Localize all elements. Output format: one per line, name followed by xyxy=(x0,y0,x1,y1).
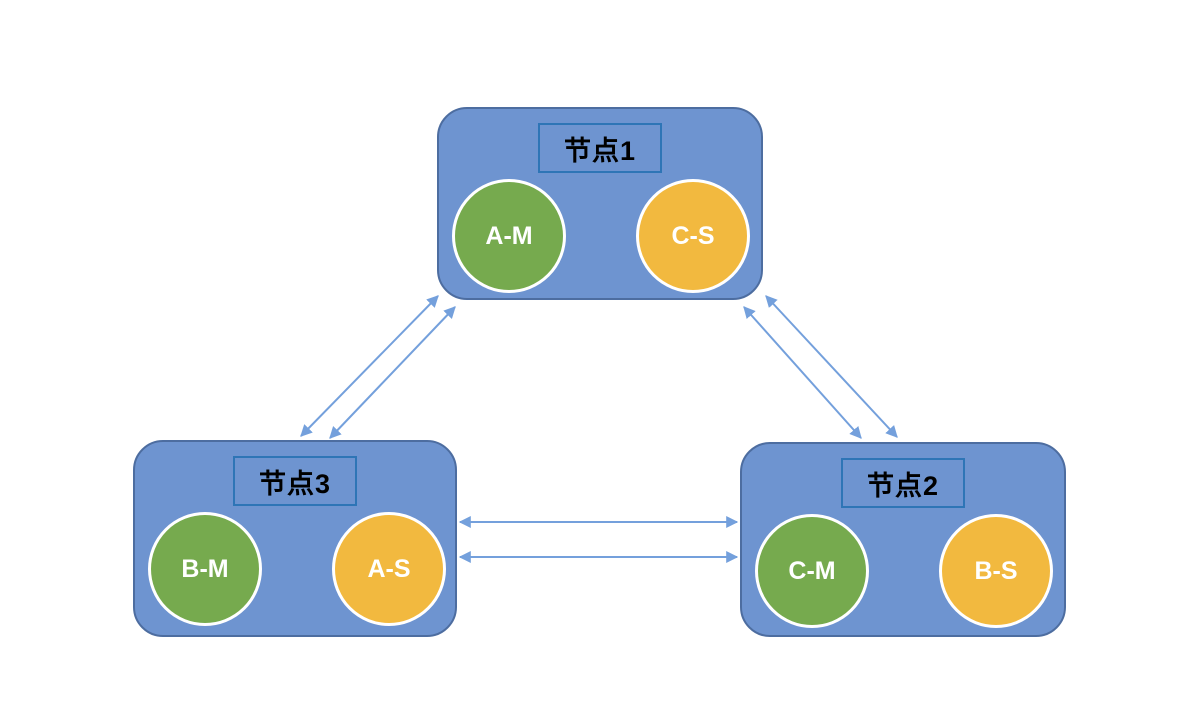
node-1-slave-circle: C-S xyxy=(636,179,750,293)
node-1-slave-label: C-S xyxy=(671,221,715,250)
node-3-master-circle: B-M xyxy=(148,512,262,626)
node-3-label-box: 节点3 xyxy=(233,456,357,506)
node-1-master-circle: A-M xyxy=(452,179,566,293)
node-3-slave-circle: A-S xyxy=(332,512,446,626)
arrow-node1-node2-b xyxy=(765,295,898,438)
node-2-label-box: 节点2 xyxy=(841,458,965,508)
node-1-master-label: A-M xyxy=(485,221,533,250)
arrow-node1-node3-b xyxy=(329,306,456,439)
node-2-label: 节点2 xyxy=(866,470,940,501)
node-2-slave-circle: B-S xyxy=(939,514,1053,628)
node-3-slave-label: A-S xyxy=(367,554,411,583)
node-1: 节点1 A-M C-S xyxy=(437,107,763,300)
node-1-label-box: 节点1 xyxy=(538,123,662,173)
node-3: 节点3 B-M A-S xyxy=(133,440,457,637)
node-1-label: 节点1 xyxy=(563,135,637,166)
node-2-master-label: C-M xyxy=(788,556,836,585)
arrow-node1-node3-a xyxy=(300,295,439,437)
node-2-master-circle: C-M xyxy=(755,514,869,628)
node-2: 节点2 C-M B-S xyxy=(740,442,1066,637)
node-3-label: 节点3 xyxy=(258,468,332,499)
node-2-slave-label: B-S xyxy=(974,556,1018,585)
node-3-master-label: B-M xyxy=(181,554,229,583)
arrow-node1-node2-a xyxy=(743,306,862,439)
